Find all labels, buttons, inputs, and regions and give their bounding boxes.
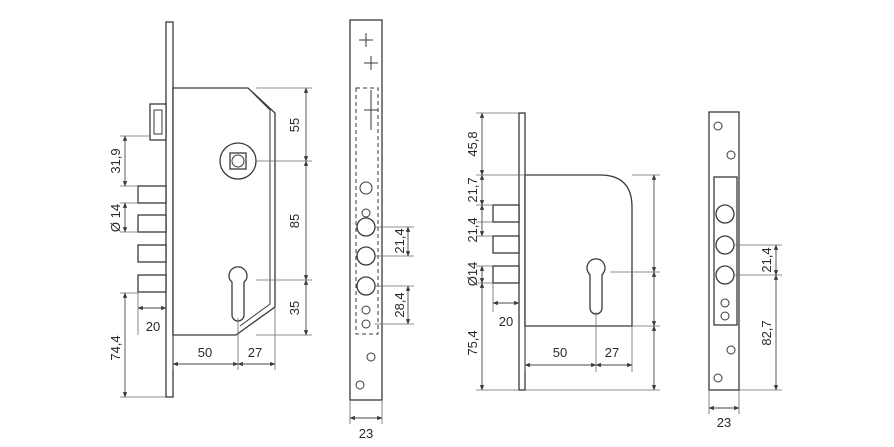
dim-label-45-8: 45,8 [465,131,480,156]
lock-1-cylinder-cutout [228,266,248,322]
screw-hole [726,150,736,160]
strike-1-pocket [355,87,379,335]
lock-1-bolt [137,244,167,263]
screw-hole [726,345,736,355]
screw-hole [366,352,376,362]
lock-1-faceplate [165,21,174,398]
lock-1-body [172,87,276,336]
screw-hole [361,305,371,315]
dim-label-28-4: 28,4 [392,292,407,317]
strike-2-bolt-hole [715,235,735,255]
dim-label-bolt-diameter: Ø 14 [108,204,123,232]
screw-hole [713,121,723,131]
strike-2-bolt-hole [715,265,735,285]
screw-hole [720,311,730,321]
lock-2-faceplate [518,112,526,391]
strike-2-bolt-hole [715,204,735,224]
dim-label-27: 27 [248,345,262,360]
lock-1-side-view: 31,9 Ø 14 74,4 20 50 27 55 85 35 [108,21,312,398]
screw-hole [361,319,371,329]
dim-label-21-4: 21,4 [465,217,480,242]
dim-label-35: 35 [287,301,302,315]
dim-label-21-7: 21,7 [465,177,480,202]
dim-label-23: 23 [359,426,373,441]
screw-hole [361,208,371,218]
dim-label-21-4: 21,4 [392,228,407,253]
lock-1-latch [149,103,167,141]
dim-label-74-4: 74,4 [108,335,123,360]
strike-2-front-view: 21,4 82,7 23 [708,111,782,430]
dim-label-82-7: 82,7 [759,320,774,345]
dim-label-55: 55 [287,118,302,132]
strike-1-plate [349,19,383,401]
lock-2-side-view: 45,8 21,7 21,4 Ø14 75,4 20 50 27 [465,112,660,391]
dim-label-21-4: 21,4 [759,247,774,272]
strike-1-front-view: 21,4 28,4 23 [349,19,414,441]
screw-hole [355,380,365,390]
lock-1-bolt [137,274,167,293]
dim-label-20: 20 [146,319,160,334]
strike-1-bolt-hole [356,217,376,237]
screw-hole [720,298,730,308]
strike-1-bolt-hole [356,246,376,266]
dim-label-75-4: 75,4 [465,330,480,355]
lock-1-bolt [137,185,167,204]
dim-label-85: 85 [287,214,302,228]
dim-label-bolt-diameter: Ø14 [465,262,480,287]
dim-label-50: 50 [198,345,212,360]
lock-2-bolt [492,265,520,284]
dim-label-23: 23 [717,415,731,430]
lock-1-bolt [137,214,167,233]
screw-hole [713,373,723,383]
lock-2-body [524,174,633,327]
lock-2-bolt [492,204,520,223]
dim-label-31-9: 31,9 [108,148,123,173]
strike-1-bolt-hole [356,276,376,296]
dim-label-20: 20 [499,314,513,329]
dim-label-27: 27 [605,345,619,360]
dim-label-50: 50 [553,345,567,360]
lock-2-bolt [492,235,520,254]
lock-2-cylinder-cutout [586,258,606,315]
